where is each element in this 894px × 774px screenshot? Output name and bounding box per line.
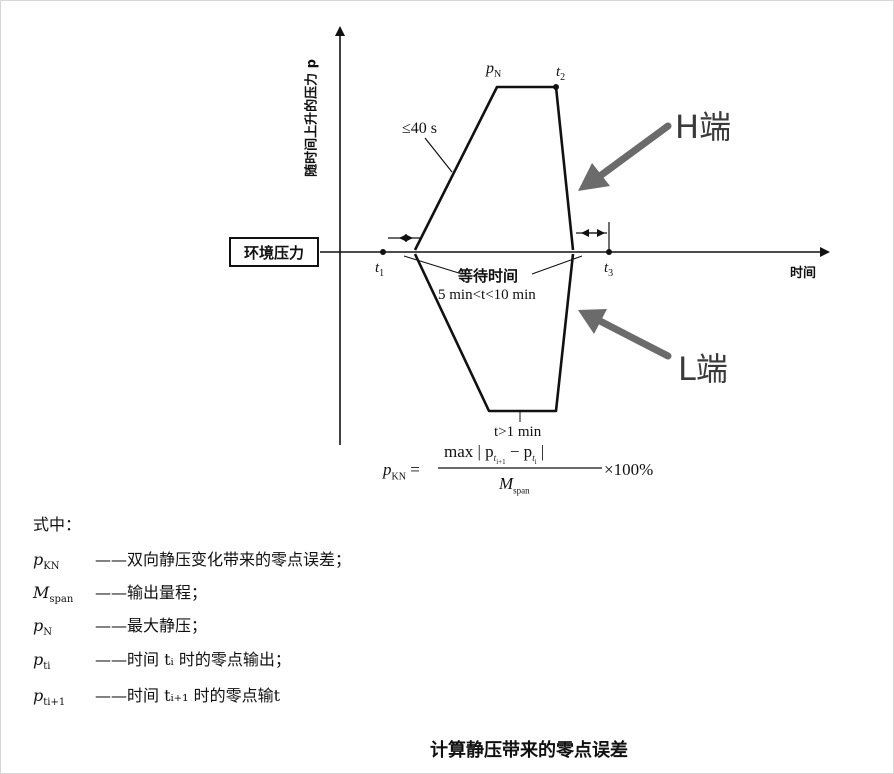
figure-caption: 计算静压带来的零点误差 [430, 740, 628, 761]
legend-item: pti+1——时间 tᵢ₊₁ 时的零点输t [33, 686, 281, 709]
y-axis-label: 随时间上升的压力 p [304, 59, 320, 177]
x-axis-label: 时间 [790, 266, 817, 281]
h-port-arrow-shaft [596, 122, 672, 180]
formula-numerator: max | pti+1 − pti | [444, 442, 545, 467]
legend-intro: 式中： [33, 515, 82, 534]
formula-denominator: Mspan [499, 474, 530, 496]
rise-leader [424, 137, 453, 173]
l-port-label: L端 [678, 350, 728, 388]
hold-time-label: t>1 min [494, 424, 542, 440]
t2-label: t2 [556, 64, 566, 83]
t3-label: t3 [604, 260, 614, 279]
h-port-arrow-head [578, 163, 610, 191]
h-port-label: H端 [675, 108, 732, 146]
rise-time-label: ≤40 s [402, 120, 438, 137]
peak-pressure-label: pN [486, 60, 502, 81]
wait-time-range: 5 min<t<10 min [438, 287, 536, 303]
wait-time-label: 等待时间 [458, 267, 519, 285]
ambient-pressure-box: 环境压力 [229, 237, 319, 267]
t2-point [553, 84, 559, 90]
l-port-trace [413, 253, 575, 413]
formula-percent: ×100% [604, 460, 654, 479]
wait-leader-right [531, 255, 583, 275]
legend-item: pti——时间 tᵢ 时的零点输出； [33, 650, 291, 673]
formula-lhs: pKN = [383, 460, 420, 483]
wait-leader-left [403, 255, 463, 275]
t1-point [380, 249, 386, 255]
t1-label: t1 [375, 260, 385, 279]
h-port-trace [413, 85, 575, 251]
legend-item: pKN——双向静压变化带来的零点误差； [33, 550, 352, 573]
legend-item: Mspan——输出量程； [33, 583, 208, 606]
l-port-arrow-shaft [596, 317, 672, 360]
legend-item: pN——最大静压； [33, 616, 208, 639]
l-port-arrow-head [578, 309, 607, 334]
